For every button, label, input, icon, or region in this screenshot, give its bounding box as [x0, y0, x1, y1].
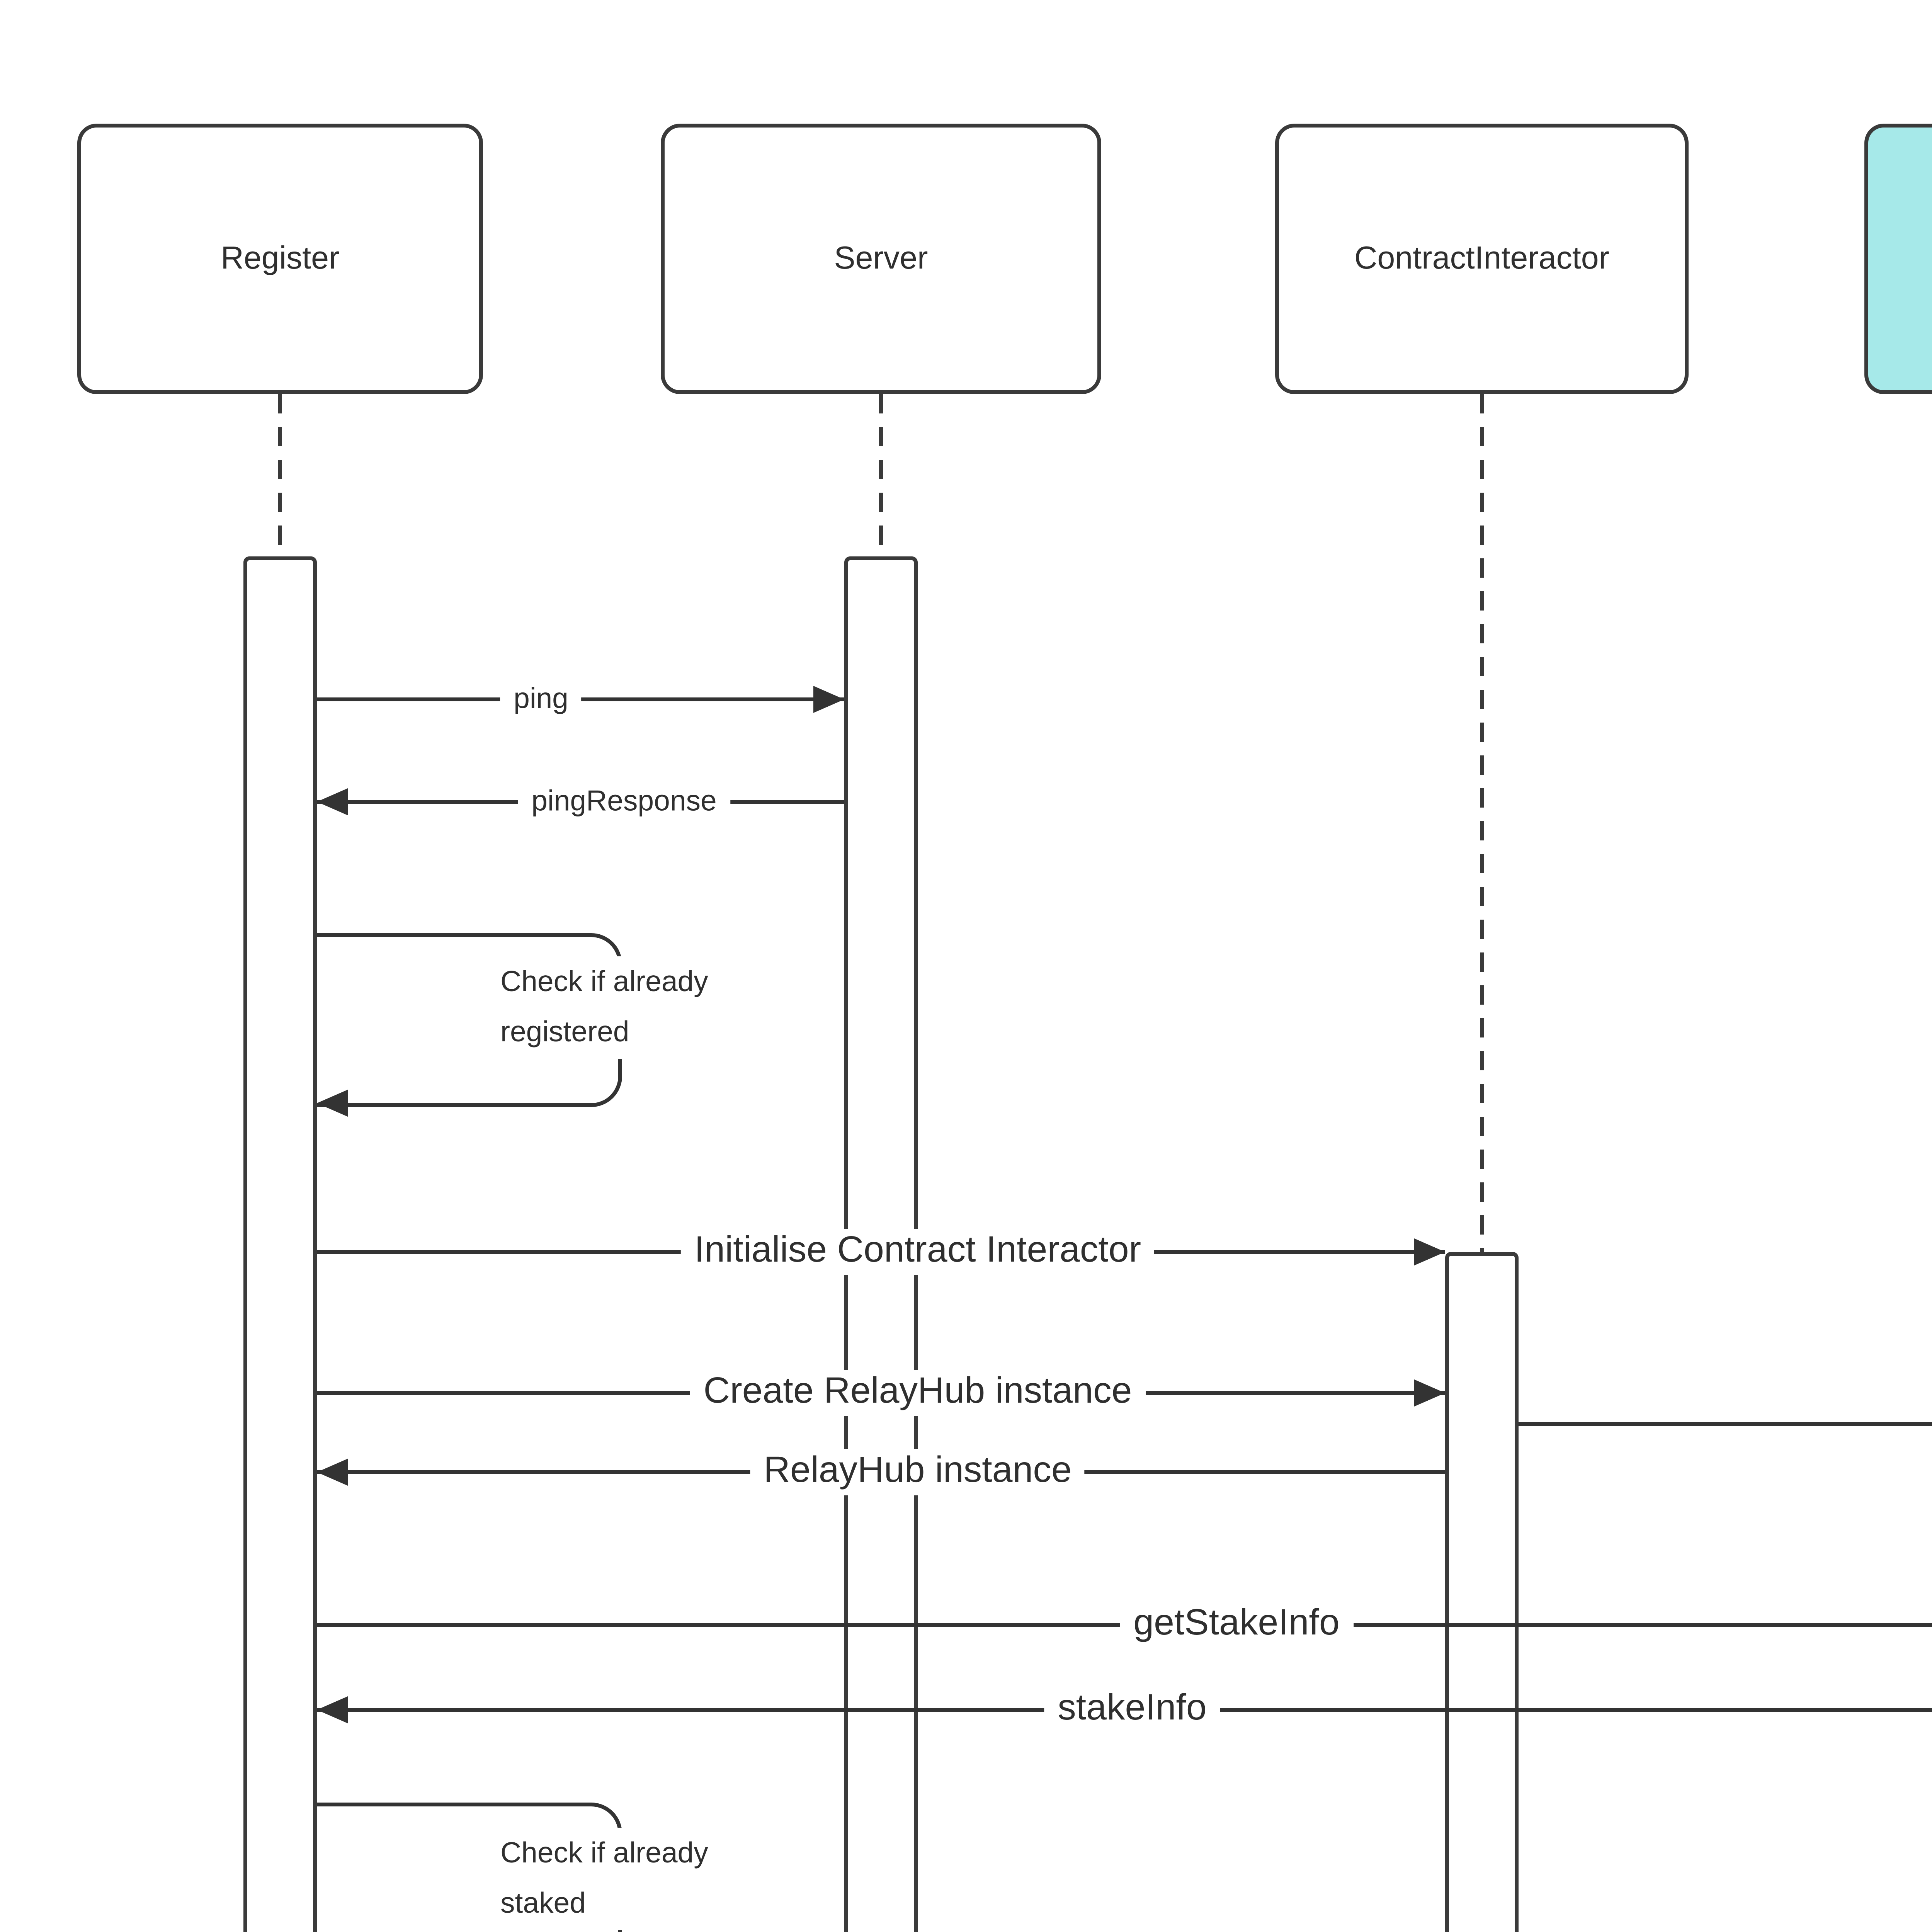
message-label: stakeInfo [1044, 1687, 1220, 1733]
activation-contractinteractor [1445, 1252, 1519, 1932]
arrowhead-right-icon [1414, 1238, 1445, 1265]
arrow-line [1519, 1422, 1932, 1426]
arrowhead-right-icon [1414, 1379, 1445, 1406]
message-label: pingResponse [518, 783, 730, 820]
message-label: ping [500, 681, 582, 718]
activation-register [243, 556, 317, 1932]
participant-relayhub: RelayHub [1864, 124, 1932, 394]
label-line: Check if already [500, 1837, 708, 1870]
arrowhead-left-icon [317, 1696, 348, 1723]
arrowhead-right-icon [813, 686, 844, 713]
participant-label: Register [221, 240, 340, 276]
arrowhead-left-icon [317, 788, 348, 815]
message-label: getStakeInfo [1120, 1602, 1353, 1648]
arrowhead-left-icon [317, 1090, 348, 1117]
participant-label: Server [834, 240, 928, 276]
arrowhead-left-icon [317, 1459, 348, 1486]
label-line: registered [500, 1015, 629, 1048]
participant-label: ContractInteractor [1354, 240, 1610, 276]
message-label: Create RelayHub instance [690, 1370, 1146, 1416]
message-label: Initialise Contract Interactor [680, 1229, 1155, 1275]
participant-contractinteractor: ContractInteractor [1275, 124, 1689, 394]
participant-register: Register [77, 124, 483, 394]
participant-server: Server [661, 124, 1101, 394]
label-line: Check if already [500, 966, 708, 999]
label-line: staked [500, 1886, 586, 1920]
message-label: RelayHub instance [750, 1449, 1085, 1495]
self-message-label: Check if already registered [491, 956, 718, 1059]
self-message-label: Check if already staked [491, 1828, 718, 1930]
